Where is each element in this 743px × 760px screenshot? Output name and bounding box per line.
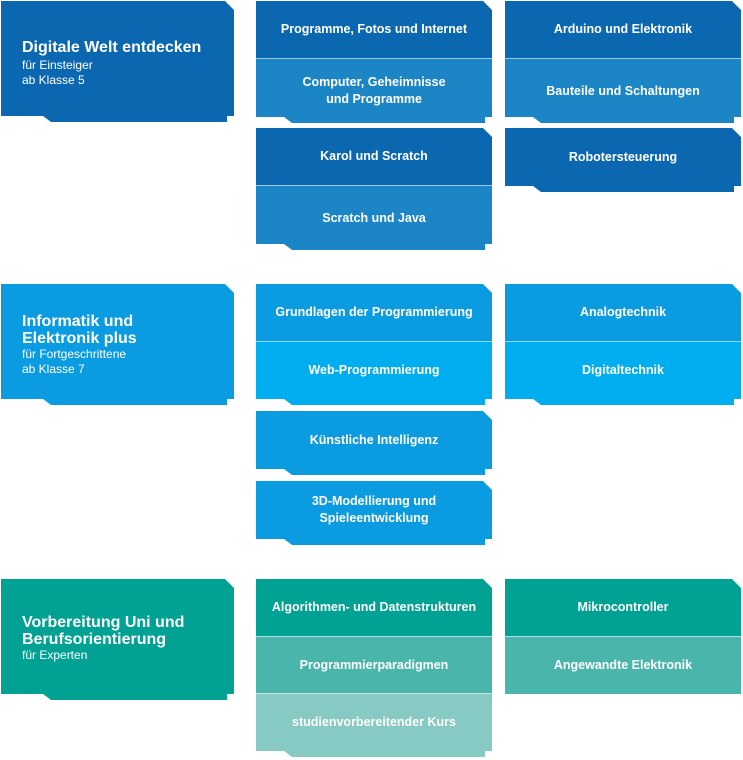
level-card-vorbereitung-uni[interactable]: Vorbereitung Uni und Berufsorientierung … — [1, 579, 234, 700]
level-card-digitale-welt[interactable]: Digitale Welt entdecken für Einsteiger a… — [1, 1, 234, 122]
level-title: Vorbereitung Uni und Berufsorientierung — [22, 614, 185, 648]
course-group: Algorithmen- und Datenstrukturen Program… — [256, 579, 492, 757]
course-group: Künstliche Intelligenz — [256, 411, 492, 475]
course-label: studienvorbereitender Kurs — [292, 715, 456, 729]
course-group: 3D-Modellierung und Spieleentwicklung — [256, 481, 492, 545]
course-tile[interactable]: Digitaltechnik — [505, 341, 741, 405]
course-label: Programme, Fotos und Internet — [280, 22, 468, 36]
course-label: Computer, Geheimnisse und Programme — [302, 75, 446, 106]
course-label: Digitaltechnik — [582, 363, 664, 377]
course-group: Karol und Scratch Scratch und Java — [256, 128, 492, 249]
course-tile[interactable]: 3D-Modellierung und Spieleentwicklung — [256, 481, 492, 545]
course-label: Grundlagen der Programmierung — [275, 305, 473, 319]
course-group: Robotersteuerung — [505, 128, 741, 192]
course-group: Programme, Fotos und Internet Computer, … — [256, 1, 492, 122]
course-group: Grundlagen der Programmierung Web-Progra… — [256, 284, 492, 405]
course-tile[interactable]: Web-Programmierung — [256, 341, 492, 405]
course-label: Algorithmen- und Datenstrukturen — [271, 600, 477, 614]
course-label: Scratch und Java — [322, 210, 426, 225]
course-label: Arduino und Elektronik — [553, 22, 693, 36]
course-label: Robotersteuerung — [568, 149, 678, 164]
level-card-informatik-elektronik-plus[interactable]: Informatik und Elektronik plus für Fortg… — [1, 284, 234, 405]
course-label: Angewandte Elektronik — [553, 658, 693, 672]
course-label: 3D-Modellierung und Spieleentwicklung — [311, 494, 437, 525]
course-group: Mikrocontroller Angewandte Elektronik — [505, 579, 741, 694]
level-subtitle: für Fortgeschrittene ab Klasse 7 — [22, 347, 127, 376]
course-tile[interactable]: Programmierparadigmen — [256, 636, 492, 694]
course-tile[interactable]: Karol und Scratch — [256, 128, 492, 185]
course-label: Karol und Scratch — [320, 149, 428, 163]
level-subtitle: für Einsteiger ab Klasse 5 — [22, 58, 93, 87]
course-tile[interactable]: studienvorbereitender Kurs — [256, 693, 492, 757]
course-tile[interactable]: Künstliche Intelligenz — [256, 411, 492, 475]
course-tile[interactable]: Arduino und Elektronik — [505, 1, 741, 58]
course-tile[interactable]: Robotersteuerung — [505, 128, 741, 192]
course-group: Arduino und Elektronik Bauteile und Scha… — [505, 1, 741, 122]
course-label: Mikrocontroller — [577, 600, 669, 614]
course-tile[interactable]: Mikrocontroller — [505, 579, 741, 636]
course-tile[interactable]: Programme, Fotos und Internet — [256, 1, 492, 58]
course-label: Analogtechnik — [579, 305, 667, 319]
level-title: Informatik und Elektronik plus — [22, 313, 137, 347]
course-label: Web-Programmierung — [308, 363, 440, 377]
level-subtitle: für Experten — [22, 648, 88, 662]
level-title: Digitale Welt entdecken — [22, 39, 202, 56]
course-group: Analogtechnik Digitaltechnik — [505, 284, 741, 405]
course-tile[interactable]: Scratch und Java — [256, 185, 492, 250]
course-tile[interactable]: Analogtechnik — [505, 284, 741, 341]
course-label: Programmierparadigmen — [299, 658, 449, 672]
course-tile[interactable]: Grundlagen der Programmierung — [256, 284, 492, 341]
course-label: Bauteile und Schaltungen — [546, 83, 700, 98]
course-tile[interactable]: Computer, Geheimnisse und Programme — [256, 58, 492, 123]
course-tile[interactable]: Bauteile und Schaltungen — [505, 58, 741, 123]
course-tile[interactable]: Algorithmen- und Datenstrukturen — [256, 579, 492, 636]
course-tile[interactable]: Angewandte Elektronik — [505, 636, 741, 694]
course-label: Künstliche Intelligenz — [309, 432, 439, 447]
